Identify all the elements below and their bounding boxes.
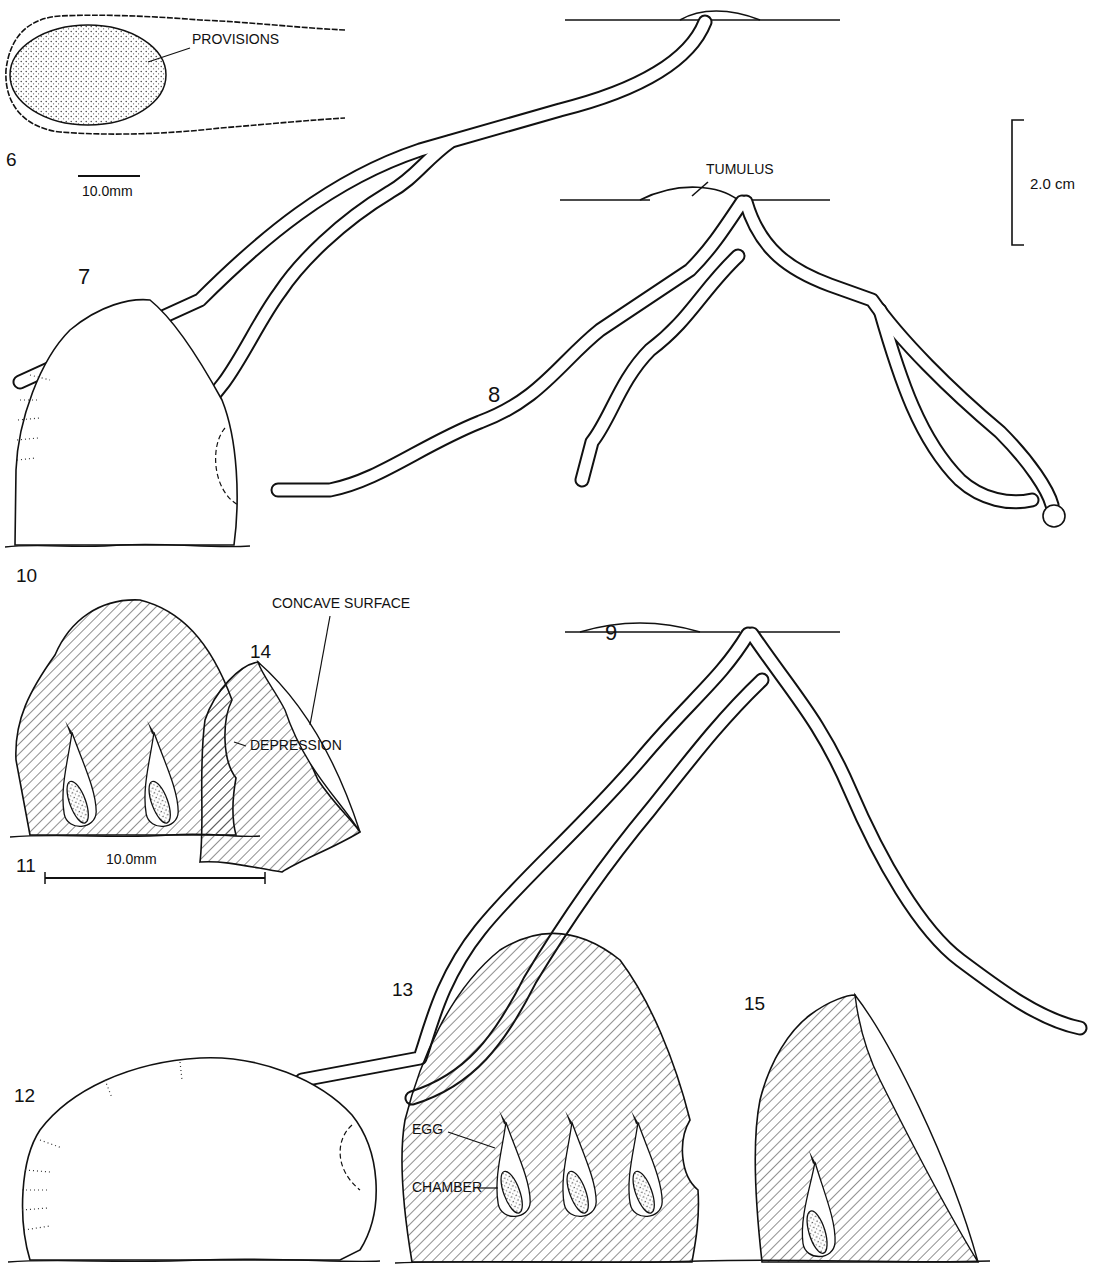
figure-number: 13	[392, 980, 413, 999]
part-label: CONCAVE SURFACE	[272, 596, 410, 610]
figure-number: 11	[16, 856, 36, 875]
part-label: CHAMBER	[412, 1180, 482, 1194]
part-label: EGG	[412, 1122, 443, 1136]
figure-number: 12	[14, 1086, 35, 1105]
part-label: PROVISIONS	[192, 32, 279, 46]
figure-number: 15	[744, 994, 765, 1013]
part-label: DEPRESSION	[250, 738, 342, 752]
scale-label: 10.0mm	[106, 852, 157, 866]
scale-label: 10.0mm	[82, 184, 133, 198]
figure-number: 14	[250, 642, 271, 661]
figure-number: 10	[16, 566, 37, 585]
figure-number: 8	[488, 384, 500, 406]
part-label: TUMULUS	[706, 162, 774, 176]
figure-number: 7	[78, 266, 90, 288]
figure-number: 6	[6, 150, 17, 169]
scale-label: 2.0 cm	[1030, 176, 1075, 191]
figure-number: 9	[605, 622, 617, 644]
